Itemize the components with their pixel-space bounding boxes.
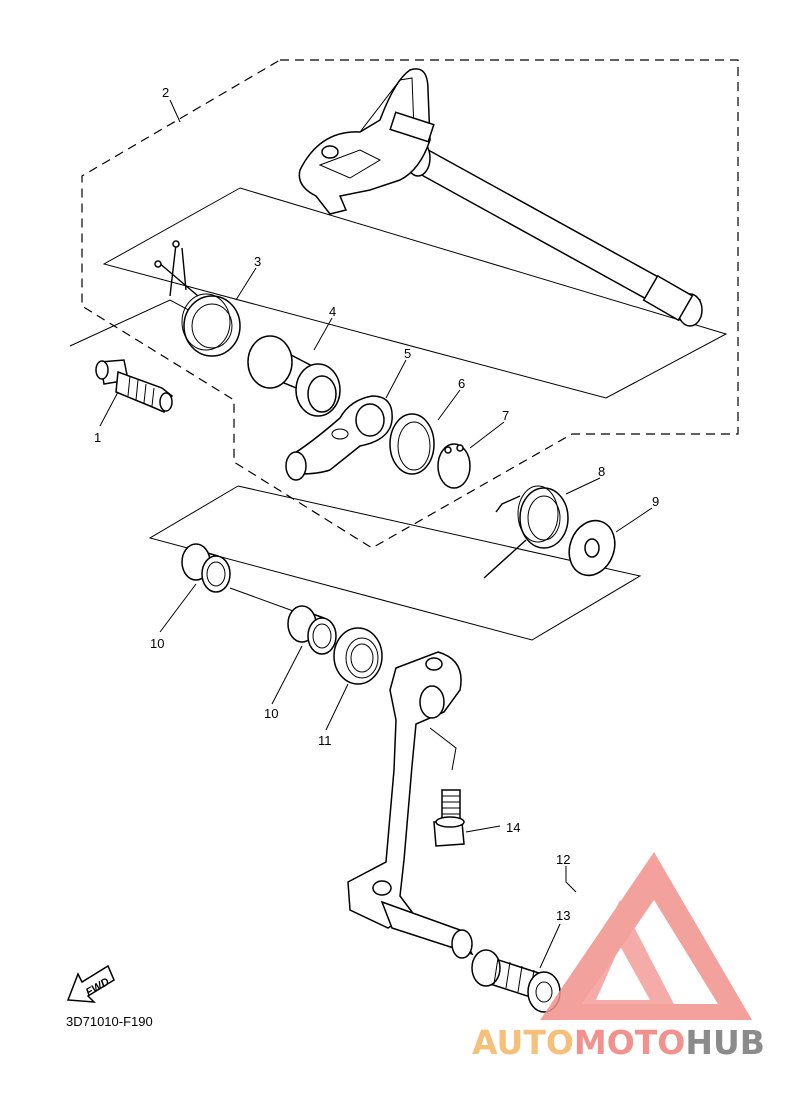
shift-shaft [298, 68, 703, 327]
automotohub-logo-icon [540, 852, 752, 1020]
callout-5: 5 [404, 346, 411, 361]
collar-4 [247, 335, 341, 417]
watermark-hub: HUB [685, 1023, 765, 1062]
shift-pedal-12 [347, 651, 474, 959]
circlip-7 [437, 443, 471, 489]
callout-3: 3 [254, 254, 261, 269]
callout-10-lower: 10 [264, 706, 278, 721]
reference-plane-upper [102, 187, 728, 399]
callout-4: 4 [329, 304, 336, 319]
bearing-10-upper [181, 543, 231, 593]
fwd-arrow-icon: FWD [66, 964, 115, 1003]
callout-13: 13 [556, 908, 570, 923]
washer-6 [389, 413, 435, 475]
callout-10-upper: 10 [150, 636, 164, 651]
callout-12: 12 [556, 852, 570, 867]
callout-6: 6 [458, 376, 465, 391]
oil-seal-11 [333, 627, 383, 685]
drawing-code: 3D71010-F190 [66, 1014, 153, 1029]
callout-1: 1 [94, 430, 101, 445]
callout-7: 7 [502, 408, 509, 423]
bearing-10-lower [287, 605, 337, 655]
torsion-spring-3 [154, 240, 241, 357]
callout-2: 2 [162, 85, 169, 100]
watermark-auto: AUTO [472, 1023, 574, 1062]
watermark-text: AUTOMOTOHUB [472, 1023, 765, 1062]
bolt-1 [95, 359, 173, 413]
bolt-14 [429, 727, 501, 847]
callout-8: 8 [598, 464, 605, 479]
reference-plane-lower [148, 485, 642, 641]
callout-14: 14 [506, 820, 520, 835]
assembly-group-boundary [81, 59, 739, 549]
watermark-moto: MOTO [574, 1023, 685, 1062]
callout-9: 9 [652, 494, 659, 509]
shift-lever-5 [285, 395, 393, 481]
torsion-spring-8 [483, 485, 569, 579]
pedal-rubber-13 [471, 949, 561, 1013]
plain-washer-9 [568, 519, 616, 577]
callout-11: 11 [318, 733, 332, 748]
leader-lines [99, 99, 653, 969]
